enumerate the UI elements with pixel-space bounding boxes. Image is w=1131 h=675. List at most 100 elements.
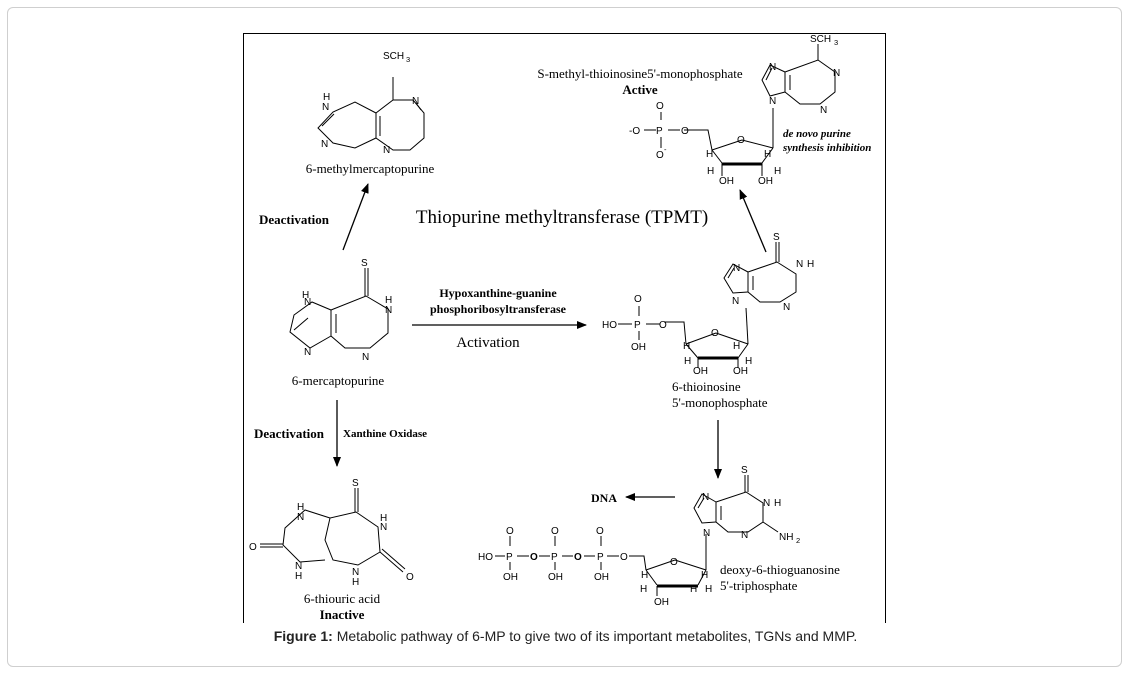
svg-text:O: O	[670, 557, 678, 568]
svg-text:N: N	[763, 498, 770, 509]
svg-text:OH: OH	[594, 572, 609, 583]
svg-text:P: P	[634, 320, 641, 331]
svg-text:OH: OH	[631, 342, 646, 353]
svg-text:N: N	[412, 96, 419, 107]
svg-text:N: N	[304, 347, 311, 358]
svg-text:N: N	[380, 522, 387, 533]
svg-text:P: P	[656, 126, 663, 137]
svg-text:OH: OH	[733, 366, 748, 377]
label-deactivation-top: Deactivation	[259, 212, 330, 227]
svg-text:O: O	[620, 552, 628, 563]
svg-text:N: N	[733, 263, 740, 274]
svg-text:P: P	[551, 552, 558, 563]
svg-text:H: H	[706, 149, 713, 160]
svg-text:H: H	[733, 341, 740, 352]
label-inactive: Inactive	[320, 607, 365, 622]
svg-text:H: H	[807, 259, 814, 270]
label-tpmt: Thiopurine methyltransferase (TPMT)	[416, 207, 708, 228]
svg-text:-: -	[664, 145, 667, 154]
svg-text:H: H	[684, 356, 691, 367]
svg-text:H: H	[640, 584, 647, 595]
svg-text:O: O	[249, 542, 257, 553]
arrow-to-s-methyl-timp	[739, 189, 767, 253]
label-s-methyl-timp: S-methyl-thioinosine5'-monophosphate	[537, 66, 742, 81]
label-activation: Activation	[456, 335, 520, 351]
label-hgprt-line1: Hypoxanthine-guanine	[439, 286, 557, 300]
svg-text:OH: OH	[758, 176, 773, 187]
svg-text:H: H	[774, 166, 781, 177]
svg-text:N: N	[295, 561, 302, 572]
svg-text:OH: OH	[548, 572, 563, 583]
svg-text:O: O	[574, 552, 582, 563]
label-6-thioinosine: 6-thioinosine	[672, 379, 741, 394]
svg-text:3: 3	[406, 55, 410, 64]
label-hgprt-line2: phosphoribosyltransferase	[430, 302, 567, 316]
svg-text:H: H	[683, 341, 690, 352]
svg-text:H: H	[701, 570, 708, 581]
svg-text:O: O	[506, 526, 514, 537]
reaction-arrows	[333, 183, 767, 501]
svg-text:H: H	[705, 584, 712, 595]
label-6-thiouric-acid: 6-thiouric acid	[304, 591, 381, 606]
svg-text:N: N	[741, 530, 748, 541]
caption-text: Metabolic pathway of 6-MP to give two of…	[336, 628, 858, 644]
svg-text:O: O	[656, 150, 664, 161]
arrow-to-6-methylmercaptopurine	[342, 183, 369, 251]
label-deactivation-bottom: Deactivation	[254, 426, 325, 441]
svg-text:N: N	[732, 296, 739, 307]
svg-text:H: H	[295, 571, 302, 582]
svg-text:N: N	[352, 567, 359, 578]
label-de-novo-1: de novo purine	[783, 128, 851, 140]
figure-panel	[243, 33, 886, 623]
svg-text:O: O	[406, 572, 414, 583]
figure-card	[7, 7, 1122, 667]
svg-text:H: H	[297, 502, 304, 513]
svg-text:N: N	[297, 512, 304, 523]
svg-text:H: H	[385, 295, 392, 306]
svg-text:O: O	[737, 135, 745, 146]
svg-text:O: O	[711, 328, 719, 339]
structure-6-thiouric-acid: S HN NH O NH NH O	[249, 478, 414, 588]
svg-text:OH: OH	[719, 176, 734, 187]
figure-caption: Figure 1: Metabolic pathway of 6-MP to g…	[0, 628, 1131, 644]
svg-text:OH: OH	[503, 572, 518, 583]
svg-text:O: O	[530, 552, 538, 563]
label-6-mercaptopurine: 6-mercaptopurine	[292, 373, 385, 388]
svg-text:HO: HO	[478, 552, 493, 563]
svg-text:O: O	[656, 101, 664, 112]
svg-text:H: H	[745, 356, 752, 367]
svg-text:2: 2	[796, 536, 800, 545]
svg-text:N: N	[322, 102, 329, 113]
svg-text:N: N	[783, 302, 790, 313]
svg-text:NH: NH	[779, 532, 793, 543]
svg-text:S: S	[741, 465, 748, 476]
svg-text:N: N	[769, 96, 776, 107]
svg-text:N: N	[385, 305, 392, 316]
structure-6-mercaptopurine: S H N N H N N	[289, 258, 392, 363]
svg-text:S: S	[773, 232, 780, 243]
svg-text:3: 3	[834, 38, 838, 47]
svg-text:N: N	[321, 139, 328, 150]
label-6-methylmercaptopurine: 6-methylmercaptopurine	[306, 161, 435, 176]
svg-text:N: N	[383, 145, 390, 156]
svg-text:O: O	[681, 126, 689, 137]
svg-text:N: N	[702, 492, 709, 503]
svg-text:OH: OH	[693, 366, 708, 377]
svg-text:N: N	[820, 105, 827, 116]
svg-text:N: N	[796, 259, 803, 270]
svg-text:N: N	[769, 62, 776, 73]
label-dna: DNA	[591, 491, 617, 505]
label-5-monophosphate: 5'-monophosphate	[672, 395, 768, 410]
label-5-triphosphate: 5'-triphosphate	[720, 578, 798, 593]
structure-6-thioinosine-monophosphate: S N H N N N O HO P O OH O H H H H OH OH	[602, 232, 814, 377]
svg-text:SCH: SCH	[383, 51, 404, 62]
svg-text:N: N	[362, 352, 369, 363]
svg-text:OH: OH	[654, 597, 669, 608]
svg-text:-O: -O	[629, 126, 640, 137]
svg-text:S: S	[361, 258, 368, 269]
svg-text:H: H	[690, 584, 697, 595]
